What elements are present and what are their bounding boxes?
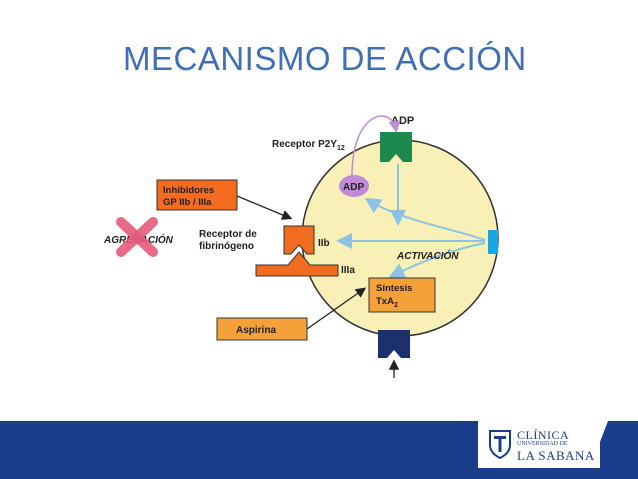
synthesis-label-line1: Síntesis	[376, 283, 412, 294]
receptor-p2y-label: Receptor P2Y12	[272, 139, 345, 152]
gp-iib-receptor-shape	[283, 225, 315, 255]
iib-label: IIb	[318, 238, 330, 249]
logo-text-line1: CLÍNICA	[517, 428, 570, 442]
blocked-x-icon	[116, 217, 158, 257]
aspirin-label: Aspirina	[236, 325, 276, 336]
adp-molecule	[339, 175, 369, 197]
adp-inner-label: ADP	[343, 182, 364, 193]
logo-text-line3: LA SABANA	[517, 448, 595, 463]
fibrinogen-receptor-label-line1: Receptor de	[199, 229, 257, 240]
logo-background-chevron	[590, 421, 608, 468]
gp-iiia-receptor-shape	[255, 251, 339, 277]
right-receptor-shape	[488, 230, 498, 254]
bottom-receptor-shape	[378, 330, 410, 358]
synthesis-label-line2: TxA2	[376, 296, 398, 309]
adp-binding-arrow	[351, 115, 401, 177]
inhibitors-box	[156, 179, 238, 211]
activation-arrow-to-synthesis	[388, 242, 486, 278]
p2y12-receptor-shape	[380, 132, 412, 162]
page-title: MECANISMO DE ACCIÓN	[123, 40, 527, 77]
inhibitors-arrow	[236, 195, 293, 220]
activation-arrow-to-adp	[364, 197, 486, 241]
logo-background	[478, 421, 600, 468]
synthesis-box	[368, 277, 436, 313]
fibrinogen-receptor-label-line2: fibrinógeno	[199, 241, 254, 252]
iiia-label: IIIa	[341, 265, 355, 276]
logo-text-line2: UNIVERSIDAD DE	[517, 441, 568, 447]
inhibitors-label-line2: GP IIb / IIIa	[163, 197, 212, 208]
clinic-shield-icon	[489, 430, 511, 459]
mechanism-diagram: ADP Receptor P2Y12 ADP Inhibidores GP II…	[103, 115, 499, 378]
inhibitors-label-line1: Inhibidores	[163, 185, 214, 196]
aspirin-arrow	[306, 287, 367, 330]
activation-label: ACTIVACIÓN	[396, 249, 459, 262]
